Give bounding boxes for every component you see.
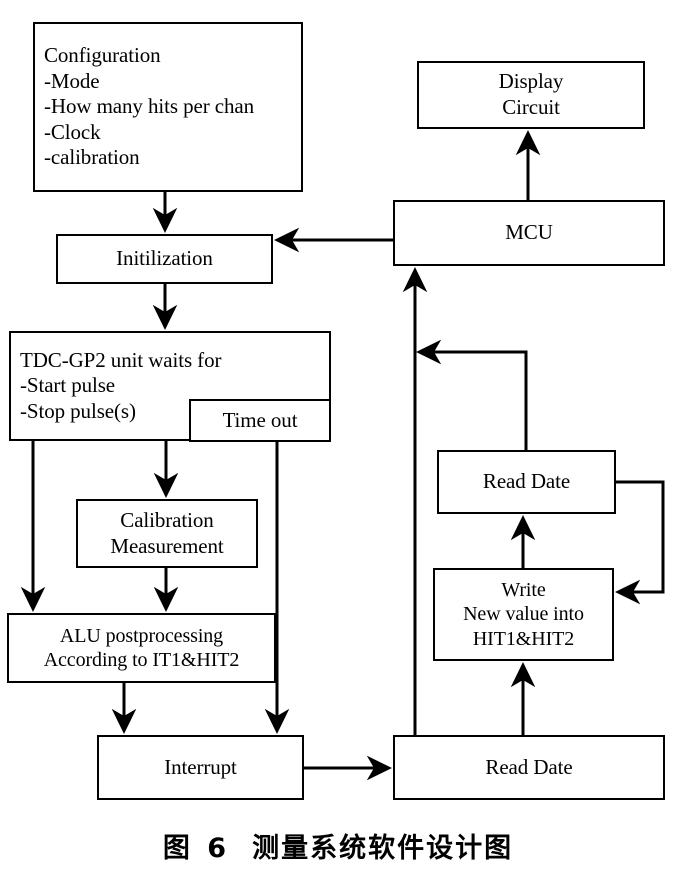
display-line-1: Display bbox=[498, 69, 564, 94]
figure-number: 图 6 bbox=[162, 833, 231, 864]
node-configuration[interactable]: Configuration -Mode -How many hits per c… bbox=[33, 22, 303, 192]
read-date-lower-label: Read Date bbox=[485, 754, 573, 779]
calibration-line-1: Calibration bbox=[120, 507, 214, 532]
node-alu-postprocessing[interactable]: ALU postprocessing According to IT1&HIT2 bbox=[7, 613, 276, 683]
config-line-5: -calibration bbox=[44, 145, 140, 170]
node-time-out[interactable]: Time out bbox=[189, 399, 331, 442]
write-line-2: New value into bbox=[463, 603, 584, 626]
node-interrupt[interactable]: Interrupt bbox=[97, 735, 304, 800]
edge-readdate-upper-to-bus bbox=[416, 339, 528, 450]
node-write-new-value[interactable]: Write New value into HIT1&HIT2 bbox=[433, 568, 614, 661]
init-label: Initilization bbox=[116, 246, 213, 271]
node-display-circuit[interactable]: Display Circuit bbox=[417, 61, 645, 129]
mcu-label: MCU bbox=[505, 220, 553, 245]
tdc-line-1: TDC-GP2 unit waits for bbox=[20, 347, 222, 372]
node-tdc-gp2-wait[interactable]: TDC-GP2 unit waits for -Start pulse -Sto… bbox=[9, 331, 331, 441]
alu-line-2: According to IT1&HIT2 bbox=[43, 649, 240, 671]
figure-caption: 图 6 测量系统软件设计图 bbox=[0, 826, 676, 865]
node-initilization[interactable]: Initilization bbox=[56, 234, 273, 284]
tdc-line-3: -Stop pulse(s) bbox=[20, 398, 136, 423]
calibration-line-2: Measurement bbox=[110, 533, 224, 558]
figure-title: 测量系统软件设计图 bbox=[252, 833, 514, 864]
node-read-date-upper[interactable]: Read Date bbox=[437, 450, 616, 514]
write-line-1: Write bbox=[501, 578, 546, 601]
interrupt-label: Interrupt bbox=[164, 754, 237, 779]
alu-line-1: ALU postprocessing bbox=[59, 624, 224, 647]
config-line-4: -Clock bbox=[44, 119, 101, 144]
tdc-line-2: -Start pulse bbox=[20, 373, 116, 398]
timeout-label: Time out bbox=[222, 407, 298, 432]
display-line-2: Circuit bbox=[502, 95, 560, 119]
node-mcu[interactable]: MCU bbox=[393, 200, 665, 266]
edge-readdate-upper-loop-to-write bbox=[615, 480, 665, 605]
config-line-1: Configuration bbox=[44, 42, 161, 67]
config-line-2: -Mode bbox=[44, 68, 100, 93]
read-date-upper-label: Read Date bbox=[482, 469, 571, 494]
config-line-3: -How many hits per chan bbox=[44, 94, 254, 119]
node-calibration-measurement[interactable]: Calibration Measurement bbox=[76, 499, 258, 568]
node-read-date-lower[interactable]: Read Date bbox=[393, 735, 665, 800]
write-line-3: HIT1&HIT2 bbox=[472, 627, 575, 650]
